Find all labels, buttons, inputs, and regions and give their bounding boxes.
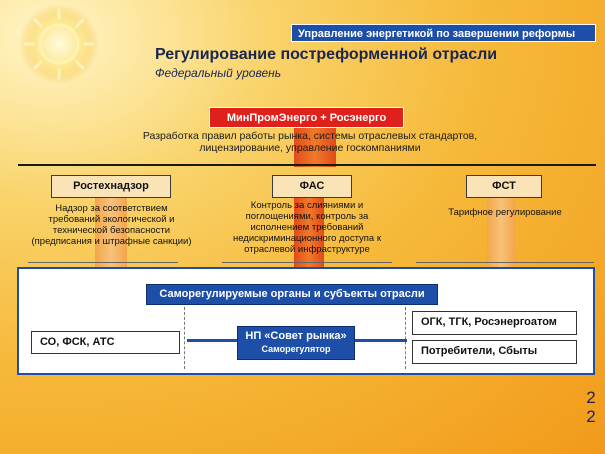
page-title: Регулирование постреформенной отрасли: [155, 46, 498, 63]
fst-pillar: [487, 190, 515, 267]
page-subtitle: Федеральный уровень: [155, 66, 282, 80]
connector-right: [355, 339, 407, 342]
divider-left: [184, 307, 185, 369]
ministry-description: Разработка правил работы рынка, системы …: [142, 130, 478, 154]
sun-logo-icon: [19, 4, 99, 84]
agency-base-right: [416, 262, 594, 263]
section-banner: Управление энергетикой по завершении реф…: [291, 24, 596, 42]
market-council-subtitle: Саморегулятор: [261, 344, 331, 354]
agency-rostekhnadzor: Ростехнадзор: [51, 175, 171, 198]
agency-base-left: [28, 262, 178, 263]
agency-base-center: [222, 262, 392, 263]
divider-right: [405, 307, 406, 369]
fas-pillar: [294, 190, 324, 267]
self-regulation-title: Саморегулируемые органы и субъекты отрас…: [146, 284, 438, 305]
generators-box: ОГК, ТГК, Росэнергоатом: [412, 311, 577, 335]
agency-rostekhnadzor-description: Надзор за соответствием требований эколо…: [31, 203, 192, 247]
rostekhnadzor-pillar: [95, 190, 127, 267]
ministry-pillar: [294, 127, 336, 167]
market-council-title: НП «Совет рынка»: [245, 330, 347, 342]
page-number: 2 2: [586, 388, 596, 426]
consumers-box: Потребители, Сбыты: [412, 340, 577, 364]
agency-fas: ФАС: [272, 175, 352, 198]
agency-fst: ФСТ: [466, 175, 542, 198]
agency-fst-description: Тарифное регулирование: [448, 207, 562, 218]
connector-left: [187, 339, 237, 342]
agency-fas-description: Контроль за слияниями и поглощениями, ко…: [232, 200, 382, 255]
market-council-box: НП «Совет рынка» Саморегулятор: [237, 326, 355, 360]
grid-operators-box: СО, ФСК, АТС: [31, 331, 180, 354]
ministry-rule: [18, 164, 596, 166]
ministry-box: МинПромЭнерго + Росэнерго: [209, 107, 404, 128]
